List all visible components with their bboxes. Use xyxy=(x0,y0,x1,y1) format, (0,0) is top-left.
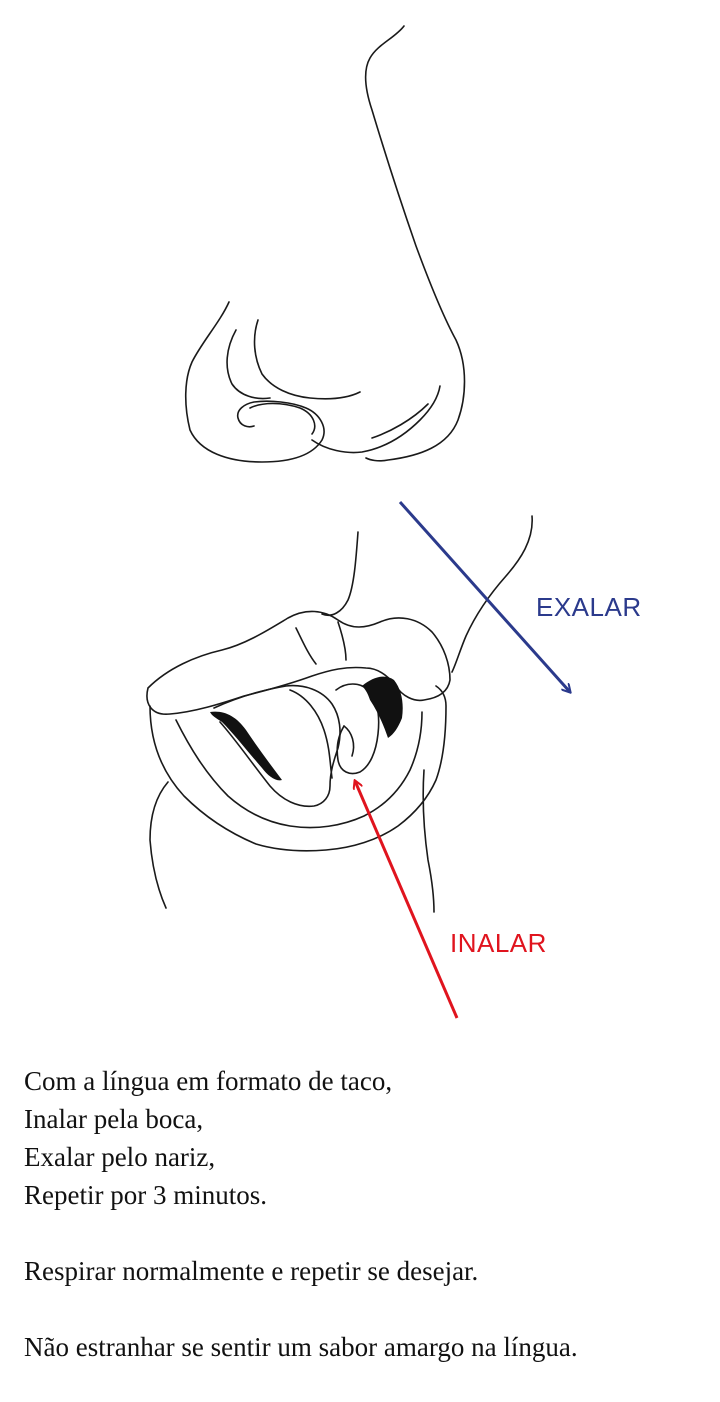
mouth-drawing xyxy=(146,515,533,913)
paragraph-gap xyxy=(24,1214,714,1252)
instruction-line-5: Respirar normalmente e repetir se deseja… xyxy=(24,1256,479,1286)
breathing-illustration: EXALAR INALAR xyxy=(146,25,642,1019)
instruction-line-1: Com a língua em formato de taco, xyxy=(24,1066,393,1096)
instructions-text: Com a língua em formato de taco, Inalar … xyxy=(24,1062,714,1366)
instruction-line-6: Não estranhar se sentir um sabor amargo … xyxy=(24,1332,578,1362)
inhale-label: INALAR xyxy=(450,928,547,958)
instruction-line-3: Exalar pelo nariz, xyxy=(24,1142,216,1172)
inhale-arrow xyxy=(355,781,459,1019)
instruction-line-2: Inalar pela boca, xyxy=(24,1104,204,1134)
paragraph-gap xyxy=(24,1290,714,1328)
nose-drawing xyxy=(184,25,466,463)
exhale-label: EXALAR xyxy=(536,592,642,622)
instruction-line-4: Repetir por 3 minutos. xyxy=(24,1180,267,1210)
mouth-shadows xyxy=(210,676,403,781)
exhale-arrow xyxy=(398,500,570,692)
